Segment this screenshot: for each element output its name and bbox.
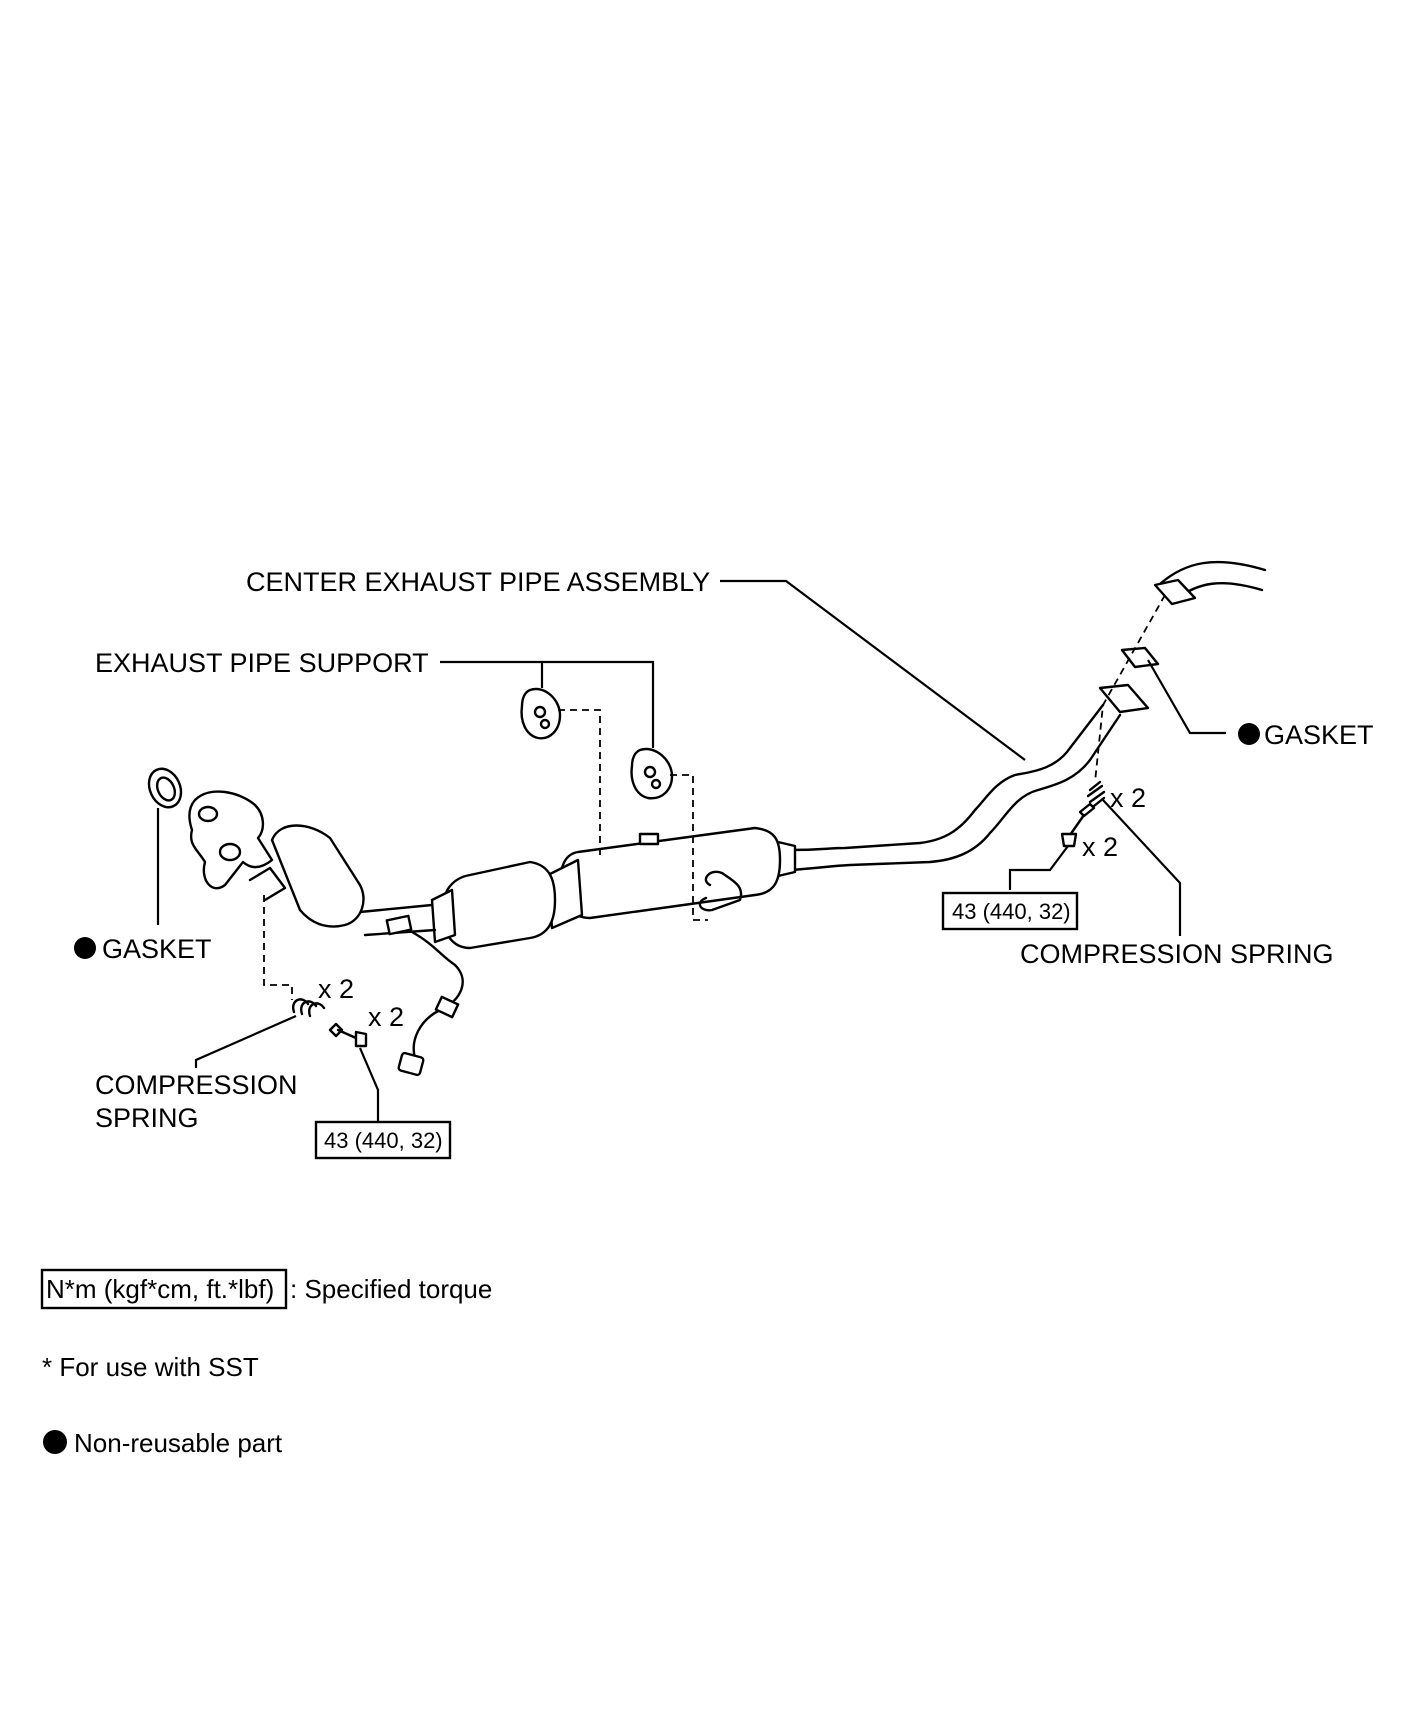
gasket-right-label: GASKET bbox=[1264, 720, 1374, 750]
legend: N*m (kgf*cm, ft.*lbf) : Specified torque… bbox=[40, 1268, 492, 1458]
legend-non-reusable: Non-reusable part bbox=[74, 1428, 283, 1458]
center-exhaust-pipe-assembly-label: CENTER EXHAUST PIPE ASSEMBLY bbox=[246, 567, 710, 597]
exhaust-pipe-support-1 bbox=[520, 687, 562, 740]
non-reusable-bullet-icon bbox=[1238, 723, 1260, 745]
non-reusable-bullet-icon bbox=[43, 1430, 67, 1454]
right-bolt-quantity: x 2 bbox=[1082, 832, 1118, 862]
rear-pipe-flange bbox=[1153, 560, 1267, 606]
compression-spring-right-label: COMPRESSION SPRING bbox=[1020, 939, 1334, 969]
torque-right-value: 43 (440, 32) bbox=[952, 899, 1071, 924]
legend-sst-note: * For use with SST bbox=[42, 1352, 259, 1382]
bolt-right-part bbox=[1060, 802, 1096, 848]
compression-spring-left-label-line2: SPRING bbox=[95, 1103, 199, 1133]
compression-spring-left-part bbox=[292, 998, 326, 1018]
alignment-lines bbox=[263, 594, 1166, 1000]
exhaust-pipe-support-2 bbox=[630, 747, 674, 800]
leader-lines bbox=[156, 579, 1226, 1121]
gasket-right-part bbox=[1120, 646, 1160, 669]
non-reusable-bullet-icon bbox=[74, 937, 96, 959]
exhaust-pipe-support-label: EXHAUST PIPE SUPPORT bbox=[95, 648, 429, 678]
torque-left-value: 43 (440, 32) bbox=[324, 1128, 443, 1153]
left-bolt-quantity: x 2 bbox=[368, 1002, 404, 1032]
gasket-left-part bbox=[147, 767, 183, 809]
legend-torque-box bbox=[40, 1268, 288, 1310]
center-exhaust-pipe bbox=[188, 683, 1150, 1077]
legend-torque-description: : Specified torque bbox=[290, 1274, 492, 1304]
torque-box-left bbox=[314, 1120, 452, 1160]
compression-spring-right-part bbox=[1086, 780, 1106, 808]
bolt-left-part bbox=[328, 1022, 368, 1048]
legend-torque-unit: N*m (kgf*cm, ft.*lbf) bbox=[46, 1274, 274, 1304]
torque-box-right bbox=[941, 891, 1079, 931]
right-spring-quantity: x 2 bbox=[1110, 783, 1146, 813]
gasket-left-label: GASKET bbox=[102, 934, 212, 964]
compression-spring-left-label-line1: COMPRESSION bbox=[95, 1070, 298, 1100]
left-spring-quantity: x 2 bbox=[318, 974, 354, 1004]
